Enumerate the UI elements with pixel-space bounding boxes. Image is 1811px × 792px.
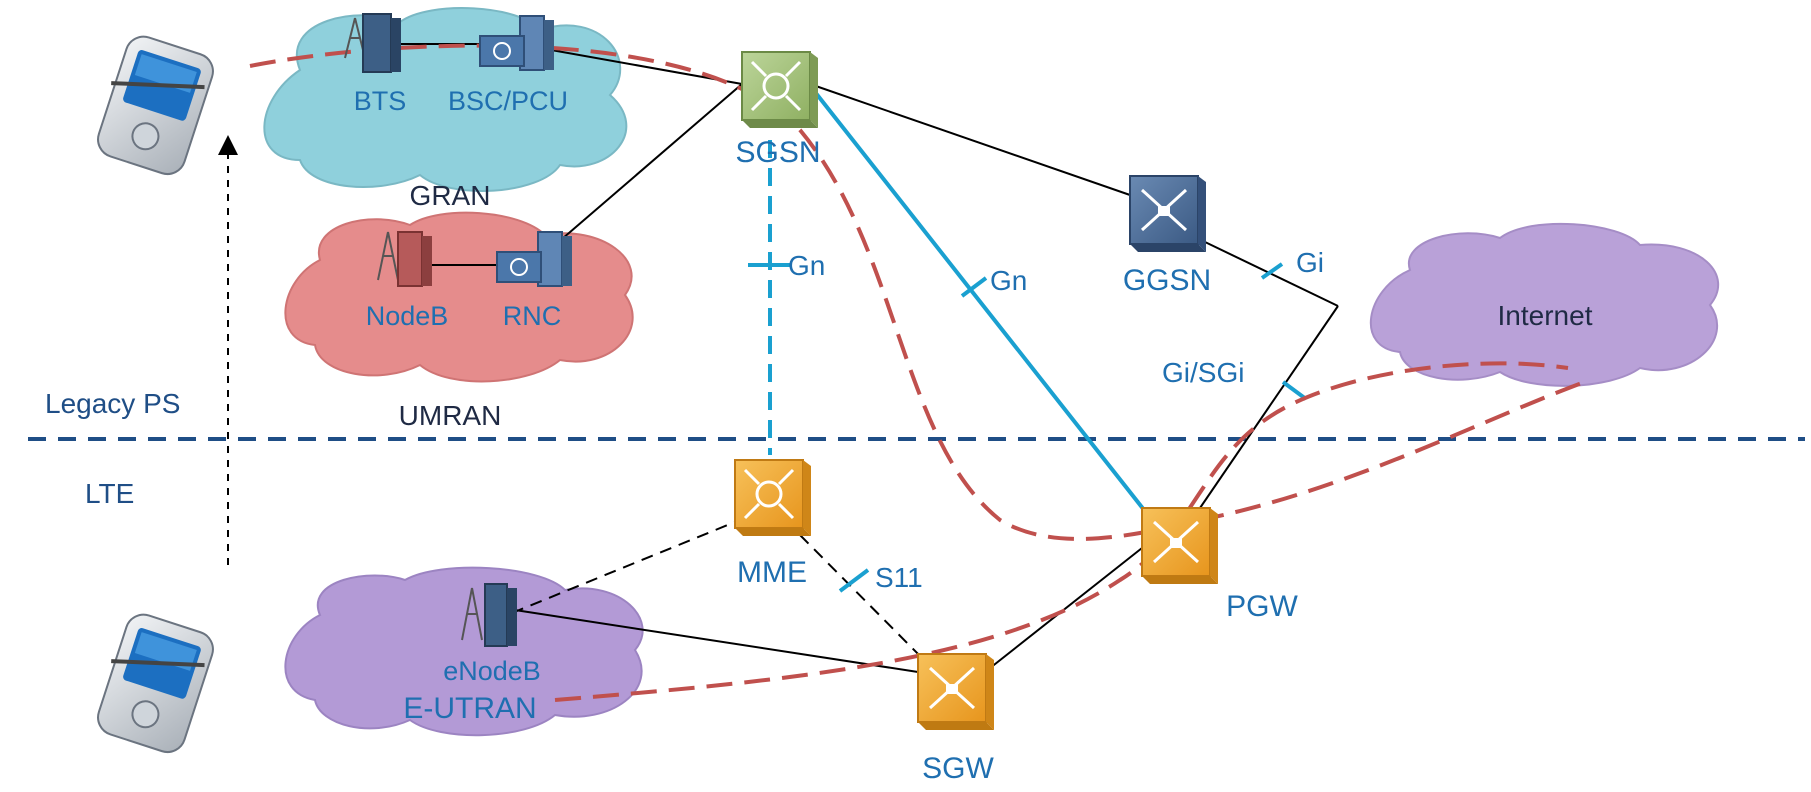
internet-cloud — [1369, 222, 1720, 387]
bsc-pcu-label: BSC/PCU — [448, 86, 568, 116]
nodeb-label: NodeB — [366, 301, 449, 331]
gn-vertical-label: Gn — [788, 250, 825, 281]
mme-node-icon — [734, 459, 811, 536]
gi-label: Gi — [1296, 247, 1324, 278]
eutran-cloud — [284, 566, 644, 737]
gn-diagonal-line — [813, 90, 1150, 517]
rnc-label: RNC — [503, 301, 562, 331]
bts-tower-icon — [344, 13, 401, 73]
legacy-ps-label: Legacy PS — [45, 388, 180, 419]
sgw-node-icon — [917, 653, 994, 730]
gran-label: GRAN — [410, 180, 491, 211]
phone-lte — [97, 613, 214, 754]
sgw-label: SGW — [922, 752, 994, 785]
eutran-label: E-UTRAN — [403, 692, 536, 725]
umran-cloud — [284, 211, 634, 383]
umran-label: UMRAN — [399, 400, 502, 431]
bts-label: BTS — [354, 86, 407, 116]
black-dashed-links — [511, 521, 929, 665]
sgsn-label: SGSN — [735, 136, 820, 169]
black-links — [368, 43, 1339, 673]
pgw-node-icon — [1141, 507, 1218, 584]
bsc-pcu-icon — [479, 15, 554, 71]
ggsn-node-icon — [1129, 175, 1206, 252]
lte-label: LTE — [85, 478, 134, 509]
gn-diagonal-label: Gn — [990, 265, 1027, 296]
nodeb-tower-icon — [377, 231, 432, 287]
mme-label: MME — [737, 556, 807, 589]
ggsn-label: GGSN — [1123, 264, 1211, 297]
gran-cloud — [263, 7, 628, 192]
sgsn-node-icon — [741, 51, 818, 128]
rnc-icon — [496, 231, 572, 287]
s11-label: S11 — [875, 562, 923, 593]
phone-legacy — [97, 35, 214, 176]
gi-sgi-label: Gi/SGi — [1162, 357, 1244, 388]
enodeb-tower-icon — [461, 583, 517, 647]
interface-ticks — [748, 262, 1308, 593]
pgw-label: PGW — [1226, 590, 1298, 623]
internet-label: Internet — [1498, 300, 1593, 331]
eutran-eNodeB-label: eNodeB — [443, 656, 541, 686]
